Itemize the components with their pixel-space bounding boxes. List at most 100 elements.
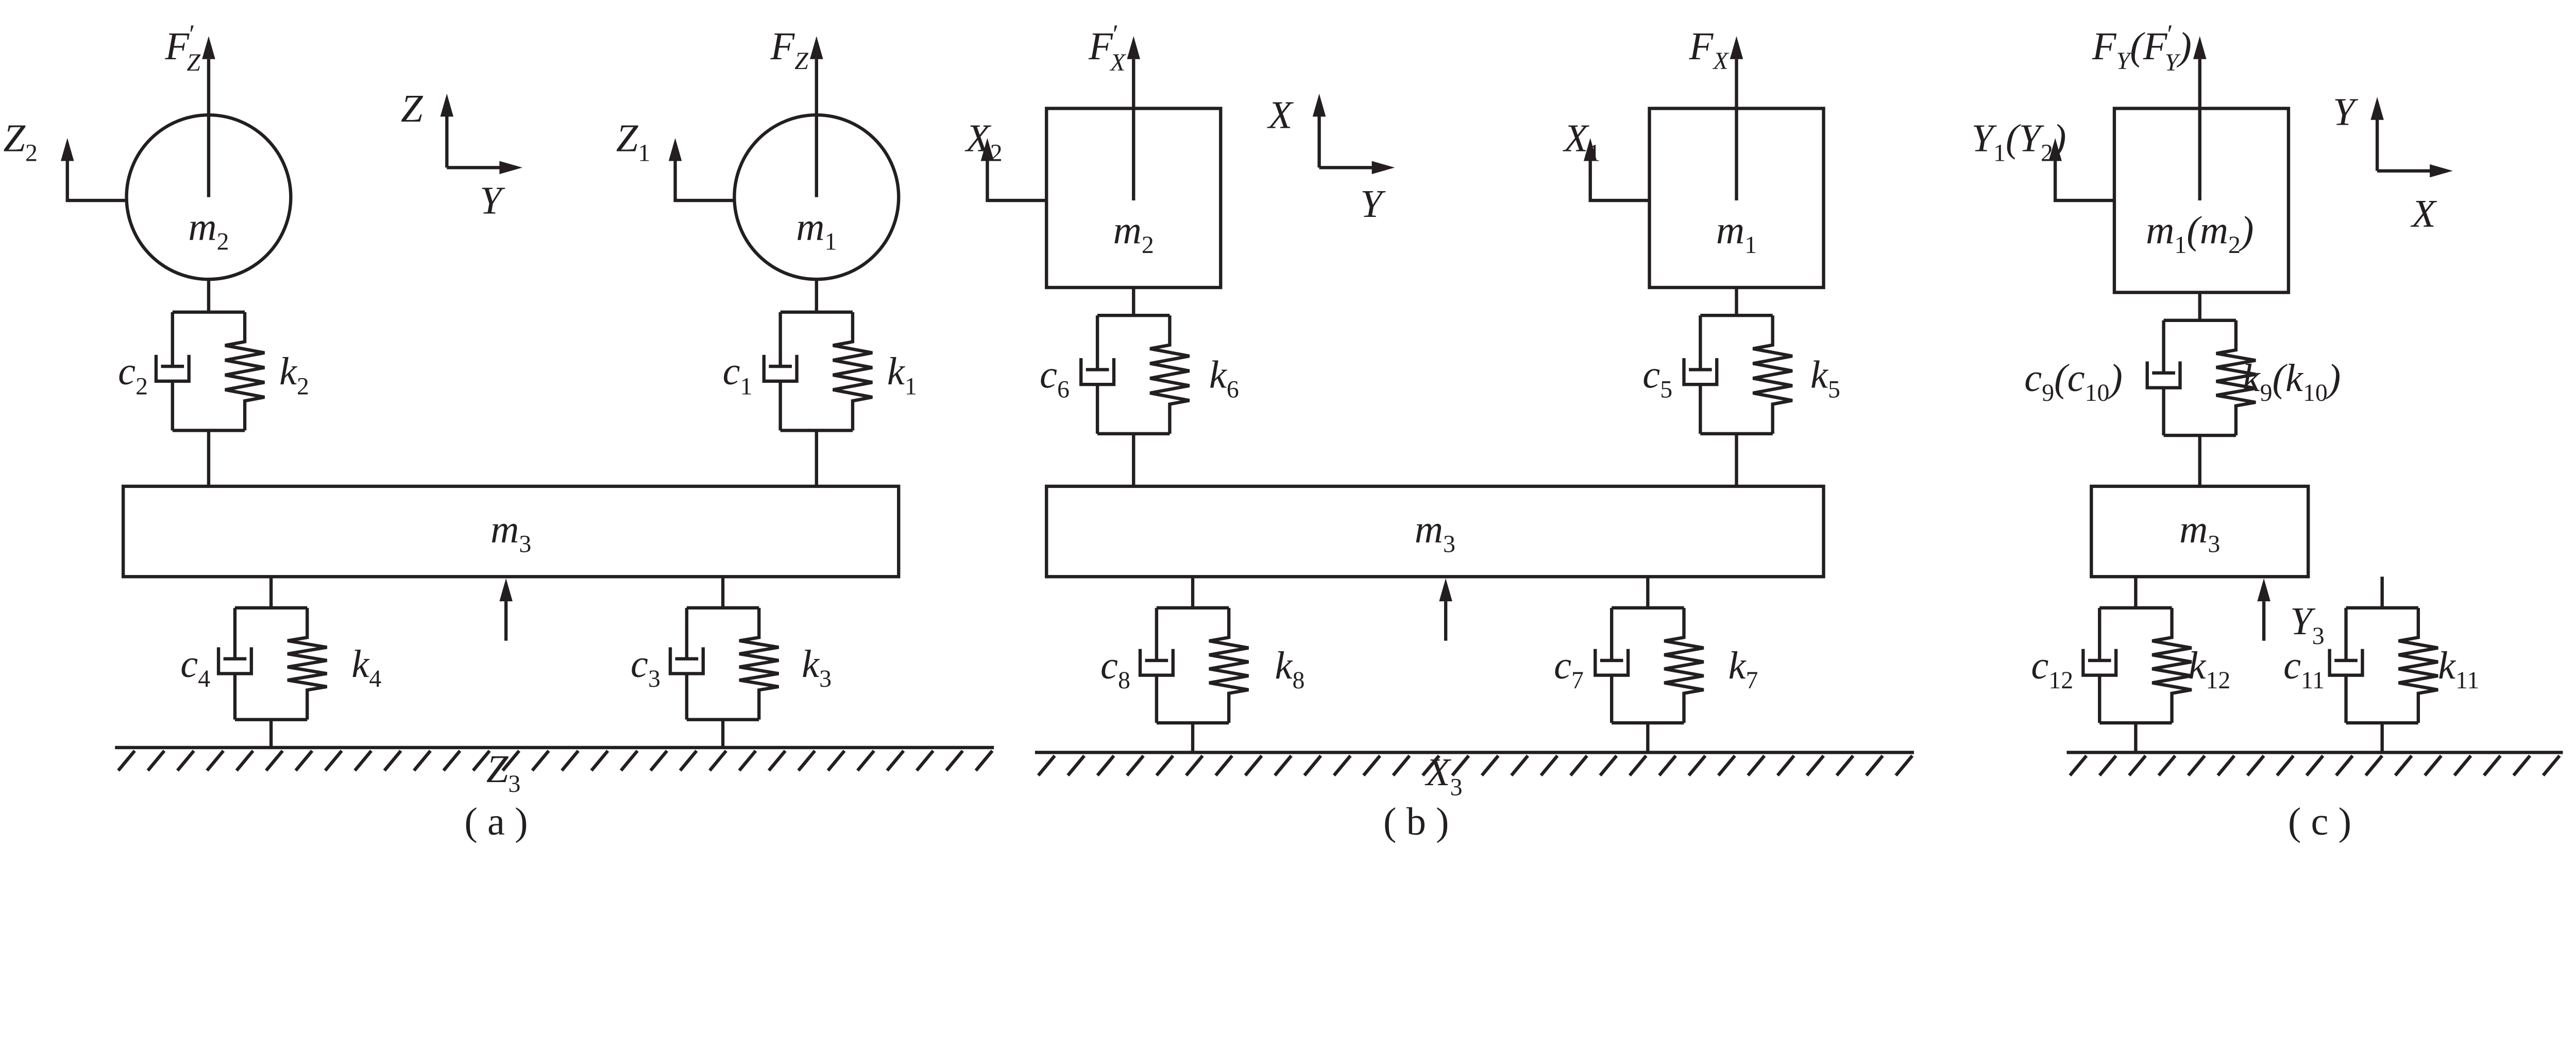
displacement-label: Y1​(Y2​) <box>1972 116 2066 166</box>
damper-icon <box>2145 320 2182 436</box>
axis-label-horizontal: X <box>2410 192 2437 235</box>
damper-icon <box>154 312 191 431</box>
connector-line <box>686 577 759 748</box>
spring-icon <box>1664 607 1704 723</box>
damper-icon <box>1682 315 1719 434</box>
damper-body <box>216 607 253 720</box>
spring-icon <box>1209 607 1249 723</box>
ground <box>2066 751 2563 777</box>
mass-box <box>980 36 1223 290</box>
displacement-arrow <box>986 158 1047 202</box>
spring-damper-unit <box>1594 577 1704 753</box>
damper-icon <box>2328 607 2364 723</box>
base-mass-box <box>1045 484 1825 579</box>
spring-damper-unit <box>762 279 873 486</box>
spring-damper-unit <box>1682 287 1793 486</box>
damping-coefficient-label: c6​ <box>1040 353 1070 403</box>
stiffness-label: k8​ <box>1275 643 1304 694</box>
axis-lines <box>2375 105 2447 173</box>
diagram-canvas: m2​F′Z​Z2​m1​FZ​Z1​ZYm3​c2​k2​c1​k1​c4​k… <box>3 20 2563 843</box>
panel-caption: ( b ) <box>1383 800 1449 843</box>
damper-body <box>1138 607 1175 723</box>
connector-line <box>2163 292 2236 486</box>
arrowhead-icon <box>810 36 823 59</box>
force-label: FY​(F′Y​) <box>2092 20 2192 76</box>
spring-icon <box>1752 315 1793 434</box>
arrowhead-icon <box>1127 36 1141 59</box>
displacement-label: X2​ <box>964 116 1003 166</box>
mass-label: m1​ <box>1716 208 1757 259</box>
displacement-label: Z1​ <box>616 116 650 166</box>
mass-label: m1​ <box>796 205 837 256</box>
coordinate-axes <box>440 93 523 175</box>
connector-line <box>780 279 853 486</box>
damping-coefficient-label: c1​ <box>723 349 753 400</box>
spring-damper-unit <box>1079 287 1190 486</box>
base-mass-label: m3​ <box>1415 507 1455 557</box>
base-excitation-label: Y3​ <box>2290 599 2324 650</box>
spring-coil <box>1149 315 1190 434</box>
connector-line <box>2346 577 2418 753</box>
ground <box>1035 751 1914 777</box>
spring-icon <box>2151 607 2192 723</box>
spring-icon <box>833 312 873 431</box>
damper-body <box>2328 607 2364 723</box>
mass-circle <box>60 36 293 281</box>
arrowhead-icon <box>1583 138 1597 161</box>
spring-coil <box>2398 607 2438 723</box>
stiffness-label: k11​ <box>2438 643 2479 694</box>
base-mass-label: m3​ <box>2179 507 2220 557</box>
force-label: FX​ <box>1689 24 1730 75</box>
spring-coil <box>739 607 779 720</box>
spring-coil <box>287 607 328 720</box>
displacement-arrow <box>2053 158 2114 202</box>
ground-hatch <box>115 746 994 772</box>
stiffness-label: k1​ <box>887 349 917 400</box>
spring-damper-unit <box>668 577 779 748</box>
mass-label: m1​(m2​) <box>2146 208 2253 259</box>
connector-line <box>1612 577 1684 753</box>
mass-box <box>1583 36 1825 290</box>
spring-damper-unit <box>1138 577 1249 753</box>
axis-label-vertical: Z <box>401 87 423 130</box>
damper-icon <box>216 607 253 720</box>
mass-label: m2​ <box>1113 208 1154 259</box>
displacement-arrow <box>673 158 735 202</box>
spring-icon <box>2216 320 2256 436</box>
damper-body <box>2081 607 2118 723</box>
stiffness-label: k2​ <box>279 349 309 400</box>
spring-damper-unit <box>154 279 265 486</box>
base-mass-label: m3​ <box>490 507 531 557</box>
connector-line <box>172 279 245 486</box>
panel-caption: ( c ) <box>2288 800 2351 843</box>
ground-hatch <box>2066 751 2563 777</box>
spring-damper-unit <box>216 577 328 748</box>
damping-coefficient-label: c12​ <box>2031 643 2073 694</box>
arrowhead-icon <box>440 93 454 117</box>
arrowhead-icon <box>2193 36 2207 59</box>
arrowhead-icon <box>980 138 994 161</box>
axis-lines <box>445 101 516 170</box>
spring-icon <box>739 607 779 720</box>
connector-line <box>1700 287 1773 486</box>
damping-coefficient-label: c9​(c10​) <box>2024 356 2123 407</box>
displacement-label: Z2​ <box>3 116 37 166</box>
arrowhead-icon <box>1730 36 1743 59</box>
arrowhead-icon <box>60 138 74 161</box>
spring-icon <box>225 312 265 431</box>
connector-line <box>234 577 308 748</box>
stiffness-label: k12​ <box>2188 643 2230 694</box>
damping-coefficient-label: c7​ <box>1554 643 1584 694</box>
connector-line <box>2099 577 2172 753</box>
damping-coefficient-label: c8​ <box>1100 643 1130 694</box>
spring-coil <box>2151 607 2192 723</box>
damping-coefficient-label: c5​ <box>1642 353 1672 403</box>
damper-icon <box>1594 607 1630 723</box>
coordinate-axes <box>1312 93 1395 175</box>
spring-coil <box>2216 320 2256 436</box>
coordinate-axes <box>2370 97 2453 178</box>
damper-body <box>1594 607 1630 723</box>
damper-body <box>1079 315 1116 434</box>
spring-coil <box>1209 607 1249 723</box>
damper-body <box>2145 320 2182 436</box>
